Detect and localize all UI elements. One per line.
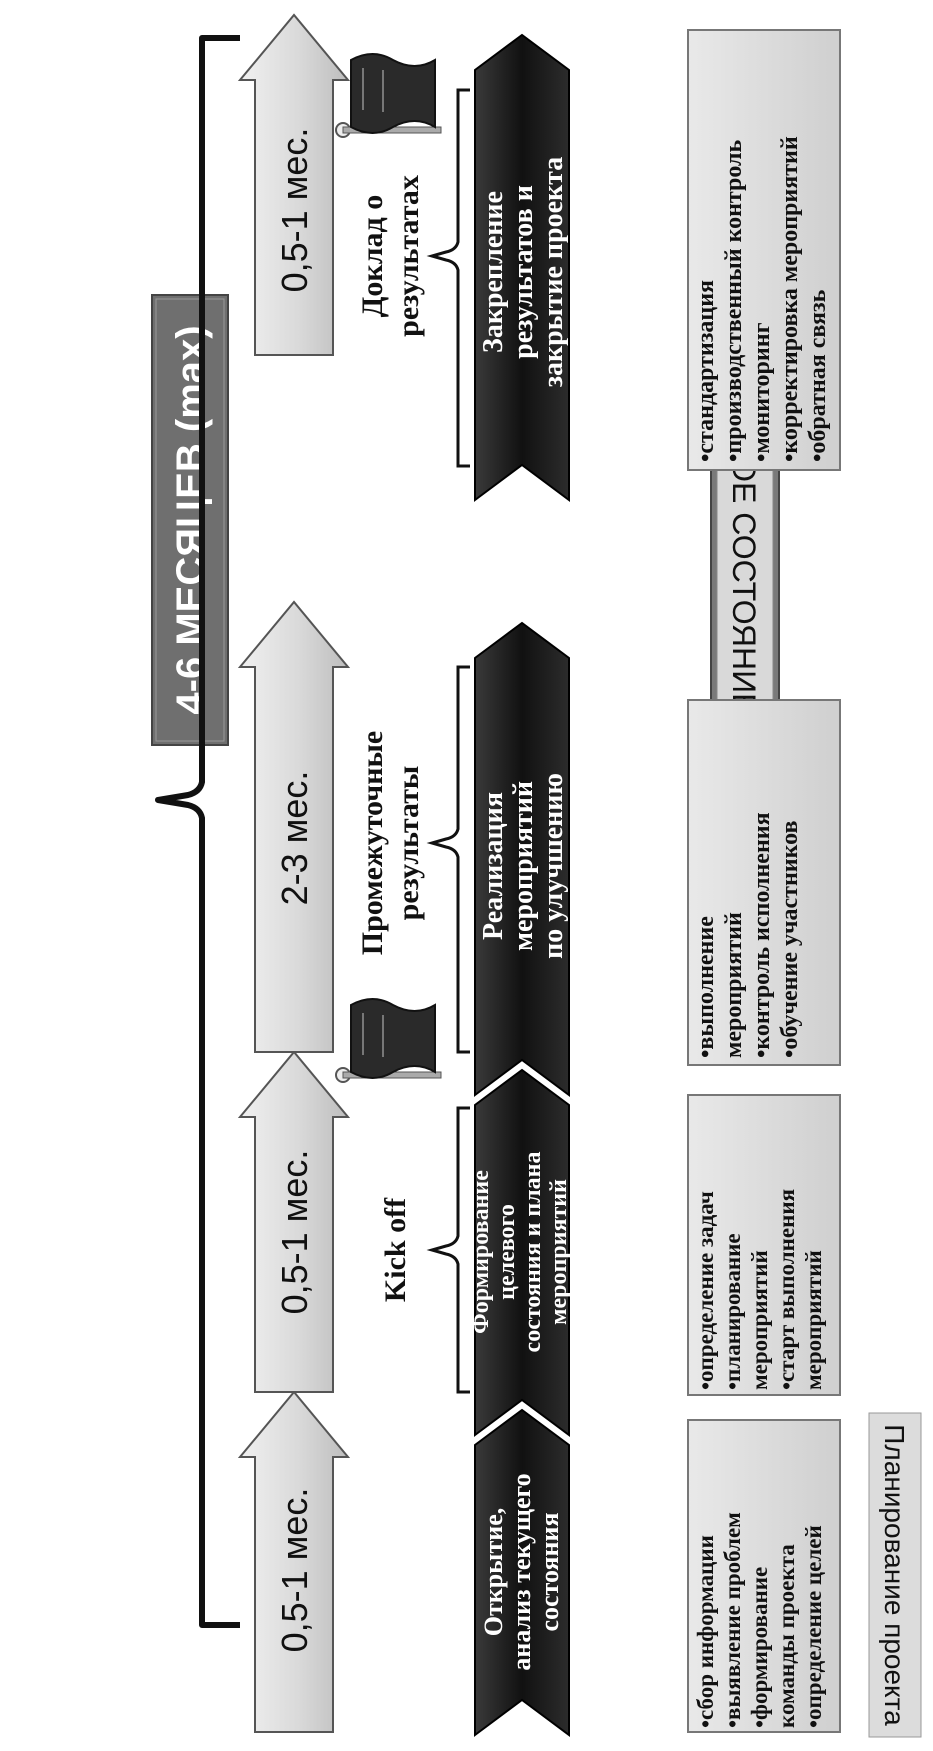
phase-text-line: Открытие, bbox=[479, 1508, 508, 1637]
phase-text-line: Формирование bbox=[468, 1170, 494, 1334]
total-duration-label: 4-6 МЕСЯЦЕВ (max) bbox=[169, 325, 213, 714]
activity-item: •выполнение bbox=[693, 916, 719, 1058]
report-flag-icon bbox=[335, 53, 442, 138]
phase-text-line: состояния и плана bbox=[520, 1152, 546, 1353]
activity-box-background bbox=[687, 1094, 841, 1396]
phase-text-line: мероприятий bbox=[508, 781, 539, 951]
interim-label-line-1: Промежуточные bbox=[356, 731, 389, 955]
activity-item: •контроль исполнения bbox=[749, 812, 775, 1058]
kickoff-label: Kick off bbox=[379, 1197, 412, 1302]
duration-arrow-2: 0,5-1 мес. bbox=[237, 1050, 351, 1393]
duration-label: 2-3 мес. bbox=[274, 771, 315, 906]
activity-item: •выявление проблем bbox=[720, 1512, 745, 1728]
duration-arrow-shape bbox=[237, 13, 351, 356]
flag-highlight bbox=[362, 68, 384, 112]
duration-arrow-3: 2-3 мес. bbox=[237, 600, 351, 1053]
duration-label: 0,5-1 мес. bbox=[274, 128, 315, 293]
phase-text-line: Закрепление bbox=[478, 191, 509, 353]
activity-item: •производственный контроль bbox=[721, 140, 747, 462]
activity-item: мероприятий bbox=[801, 1250, 826, 1390]
phase-text-line: мероприятий bbox=[546, 1179, 572, 1325]
activity-item: •обратная связь bbox=[805, 289, 831, 462]
phase-text-line: закрытие проекта bbox=[538, 157, 569, 388]
activity-item: •формирование bbox=[747, 1567, 772, 1728]
phase-text-line: анализ текущего bbox=[507, 1473, 536, 1670]
duration-arrow-shape bbox=[237, 600, 351, 1053]
activity-item: •стандартизация bbox=[693, 280, 719, 462]
phase-text-line: Реализация bbox=[478, 792, 509, 940]
total-duration-inner-border bbox=[155, 298, 225, 742]
activity-item: •мониторинг bbox=[749, 322, 775, 462]
phase-text-line: состояния bbox=[535, 1512, 564, 1631]
activity-box-background bbox=[687, 1419, 841, 1733]
activity-box-background bbox=[687, 699, 841, 1066]
phase-text-line: результатов и bbox=[508, 185, 539, 359]
phase-text-line: целевого bbox=[494, 1204, 520, 1300]
phase-text-line: по улучшению bbox=[538, 773, 569, 959]
activity-box-2: •определение задач •планирование меропри… bbox=[687, 1094, 841, 1396]
planning-label: Планирование проекта bbox=[879, 1424, 910, 1726]
kickoff-bracket bbox=[426, 1106, 470, 1394]
activity-item: •сбор информации bbox=[693, 1535, 718, 1728]
interim-label-line-2: результаты bbox=[392, 766, 425, 921]
planning-band: Планирование проекта bbox=[868, 1412, 922, 1738]
phase-chevron-shape bbox=[474, 33, 570, 502]
phase-chevron-1: Открытие, анализ текущего состояния bbox=[474, 1408, 570, 1737]
report-label-line-1: Доклад о bbox=[356, 195, 389, 317]
total-duration-box: 4-6 МЕСЯЦЕВ (max) bbox=[151, 294, 229, 746]
phase-chevron-shape bbox=[474, 621, 570, 1097]
total-timeline-bracket bbox=[155, 35, 240, 1628]
activity-item: мероприятий bbox=[747, 1250, 772, 1390]
phase-chevron-shape bbox=[474, 1408, 570, 1737]
duration-label: 0,5-1 мес. bbox=[274, 1488, 315, 1653]
planning-band-background bbox=[868, 1412, 922, 1738]
activity-item: •старт выполнения bbox=[774, 1189, 799, 1390]
kickoff-flag-icon bbox=[335, 998, 442, 1083]
duration-arrow-shape bbox=[237, 1390, 351, 1733]
duration-arrow-shape bbox=[237, 1050, 351, 1393]
phase-chevron-4: Закрепление результатов и закрытие проек… bbox=[474, 33, 570, 502]
activity-item: •определение целей bbox=[801, 1525, 826, 1728]
flag-highlight bbox=[362, 1013, 384, 1057]
activity-box-background bbox=[687, 29, 841, 471]
total-duration-background bbox=[151, 294, 229, 746]
report-label-line-2: результатах bbox=[392, 175, 425, 337]
activity-item: •планирование bbox=[720, 1233, 745, 1390]
duration-arrow-4: 0,5-1 мес. bbox=[237, 13, 351, 356]
activity-box-3: •выполнение мероприятий •контроль исполн… bbox=[687, 699, 841, 1066]
report-bracket bbox=[426, 88, 470, 468]
activity-item: •обучение участников bbox=[777, 820, 803, 1058]
duration-label: 0,5-1 мес. bbox=[274, 1150, 315, 1315]
interim-bracket bbox=[426, 665, 470, 1054]
flag-cloth bbox=[350, 53, 436, 134]
flag-cloth bbox=[350, 998, 436, 1079]
phase-chevron-3: Реализация мероприятий по улучшению bbox=[474, 621, 570, 1097]
phase-chevron-shape bbox=[474, 1068, 570, 1437]
activity-item: мероприятий bbox=[721, 912, 747, 1058]
activity-item: •определение задач bbox=[693, 1191, 718, 1390]
activity-item: команды проекта bbox=[774, 1544, 799, 1728]
activity-box-4: •стандартизация •производственный контро… bbox=[687, 29, 841, 471]
phase-chevron-2: Формирование целевого состояния и плана … bbox=[468, 1068, 572, 1437]
duration-arrow-1: 0,5-1 мес. bbox=[237, 1390, 351, 1733]
activity-box-1: •сбор информации •выявление проблем •фор… bbox=[687, 1419, 841, 1733]
activity-item: •корректировка мероприятий bbox=[777, 136, 803, 462]
